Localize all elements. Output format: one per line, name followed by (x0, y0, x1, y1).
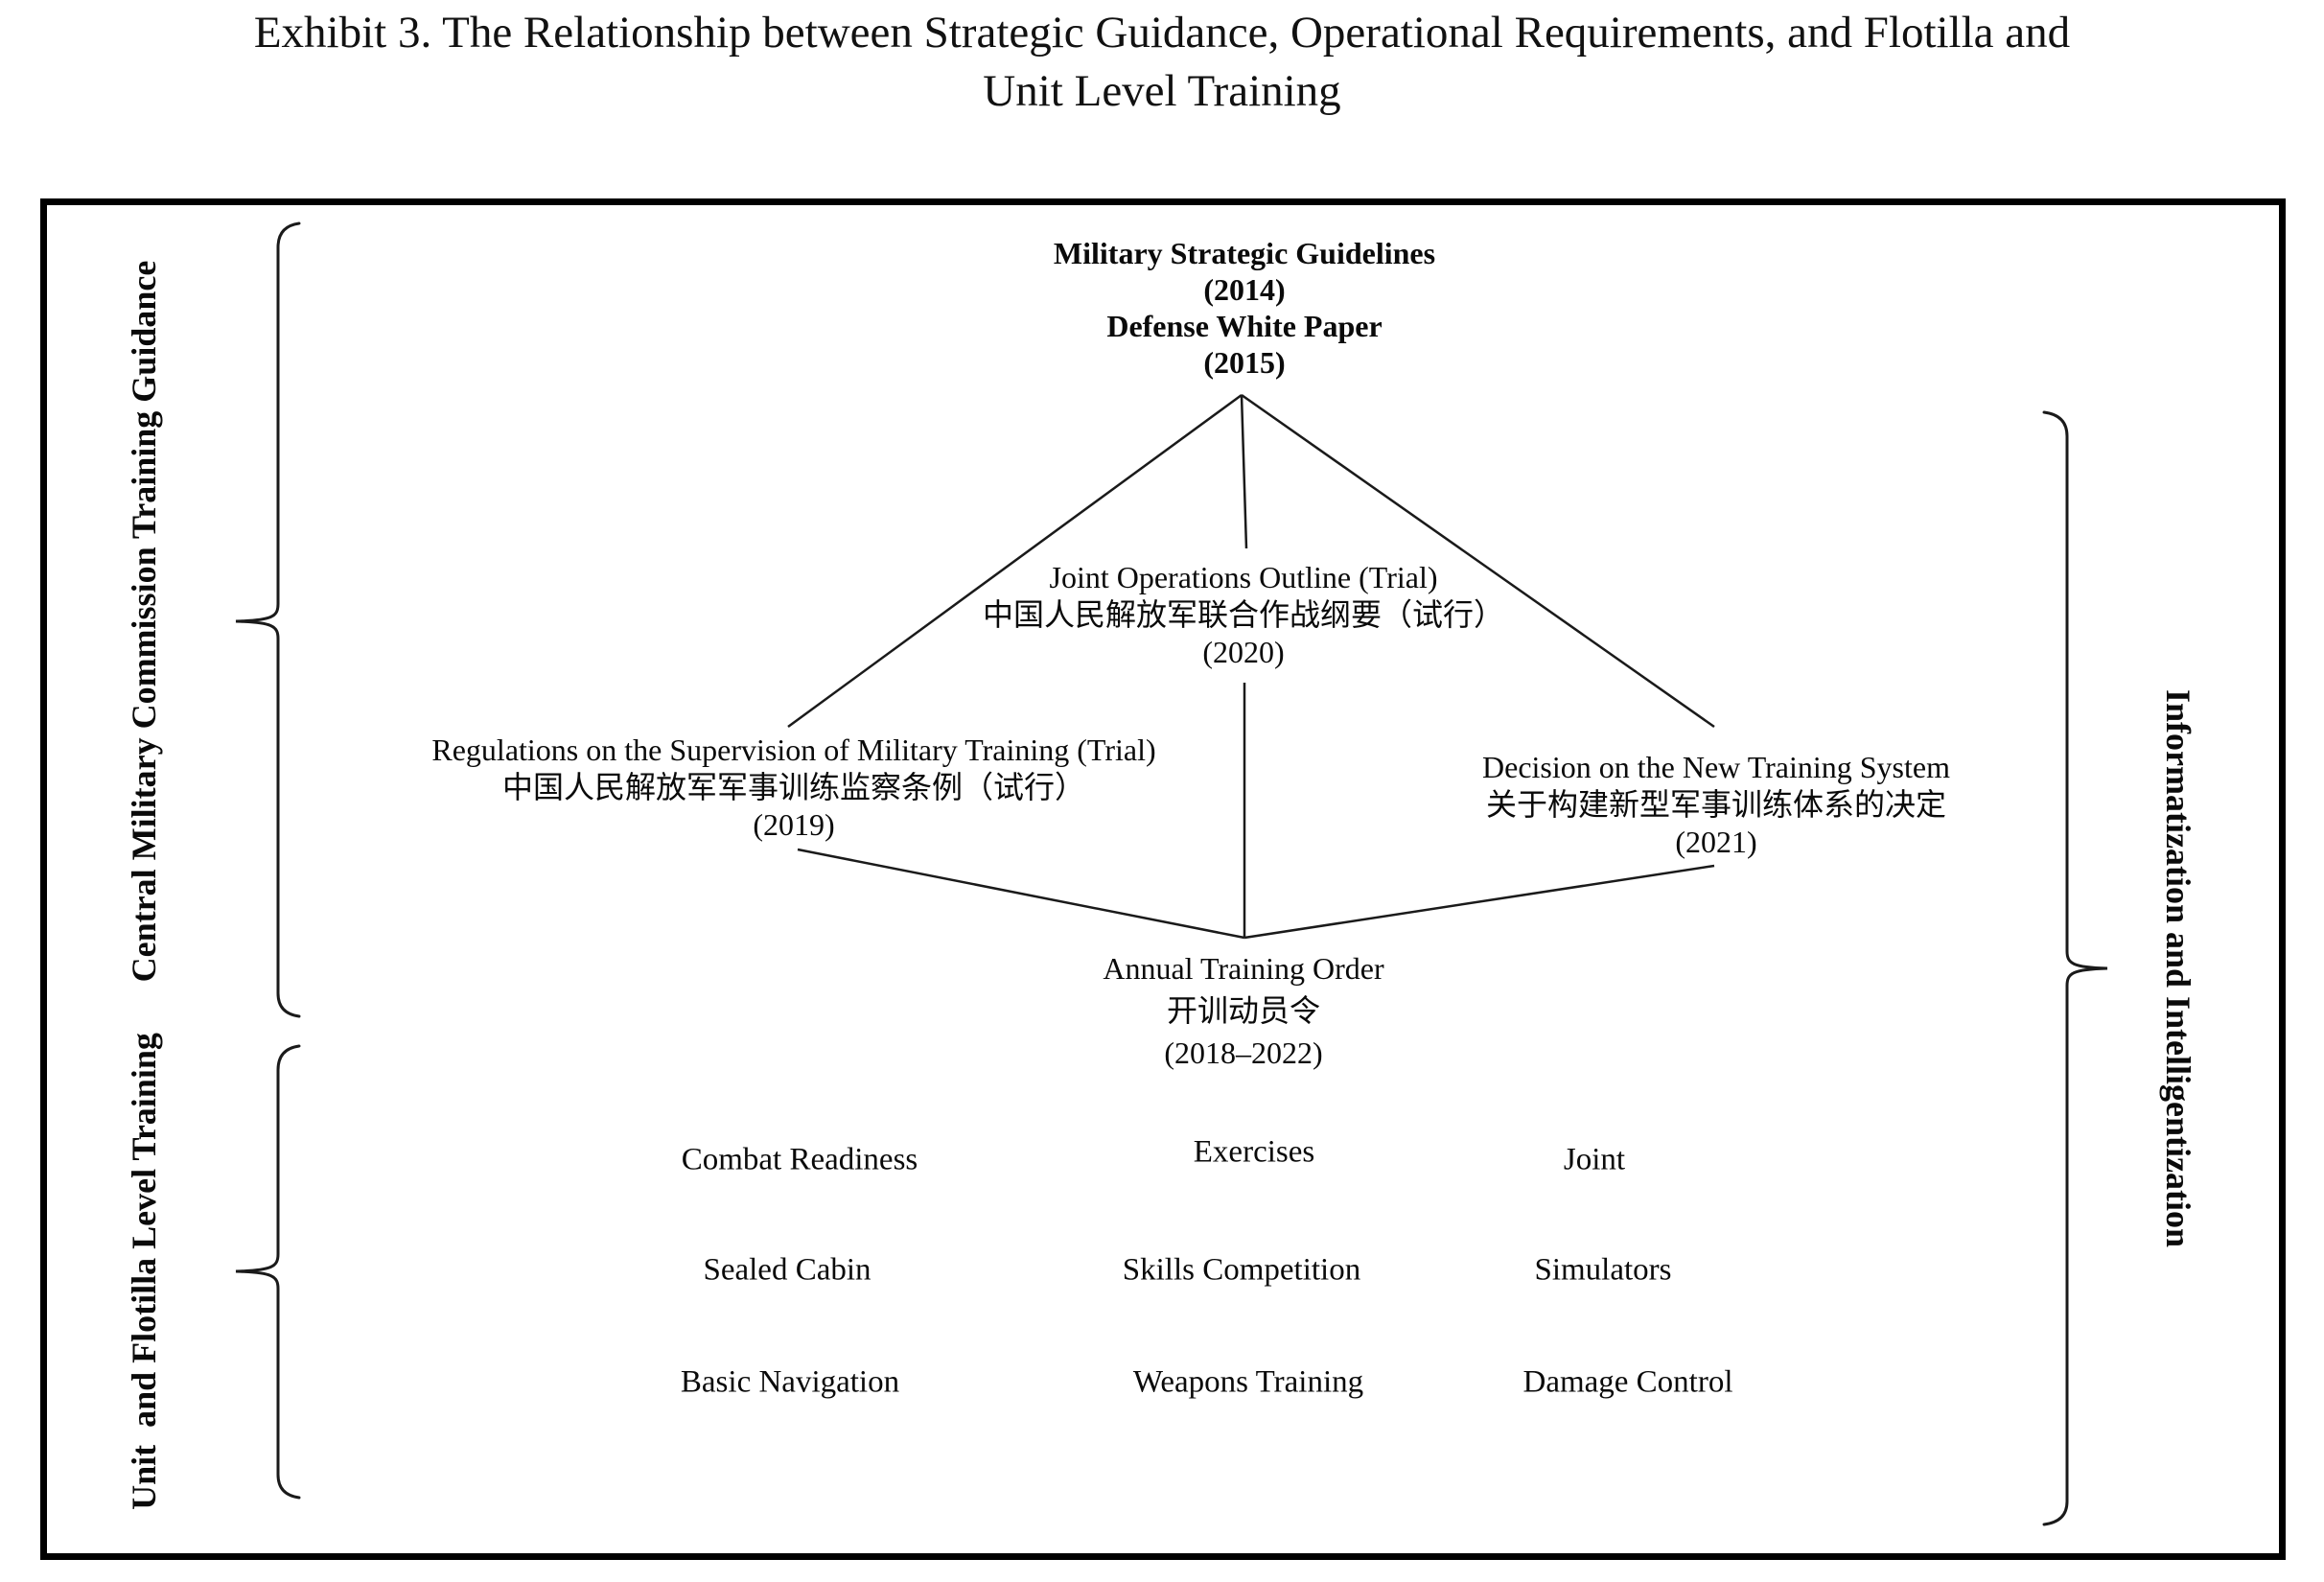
training-item-sealed-cabin: Sealed Cabin (703, 1252, 872, 1288)
node-ato-en: Annual Training Order (1103, 951, 1384, 986)
node-new-training-system-decision: Decision on the New Training System 关于构建… (1482, 749, 1950, 861)
training-item-weapons-training: Weapons Training (1132, 1364, 1364, 1400)
node-ato-zh: 开训动员令 (1166, 993, 1320, 1028)
node-joint-operations-outline: Joint Operations Outline (Trial) 中国人民解放军… (983, 559, 1504, 671)
side-label-unit-flotilla-training: Unit and Flotilla Level Training (125, 1033, 163, 1510)
training-item-combat-readiness: Combat Readiness (681, 1142, 918, 1177)
exhibit-title: Exhibit 3. The Relationship between Stra… (0, 4, 2324, 121)
node-joo-year: (2020) (1202, 635, 1285, 669)
node-reg-en: Regulations on the Supervision of Milita… (431, 733, 1156, 767)
node-reg-year: (2019) (753, 807, 835, 842)
node-msg-line4: (2015) (1203, 345, 1286, 380)
exhibit-title-line2: Unit Level Training (983, 66, 1341, 116)
diagram-border-box (40, 198, 2286, 1560)
node-dec-en: Decision on the New Training System (1482, 750, 1950, 784)
node-dec-year: (2021) (1675, 825, 1757, 859)
training-item-exercises: Exercises (1193, 1134, 1315, 1170)
training-item-skills-competition: Skills Competition (1122, 1252, 1361, 1288)
training-item-joint: Joint (1563, 1142, 1626, 1177)
node-joo-en: Joint Operations Outline (Trial) (1049, 560, 1438, 594)
training-item-damage-control: Damage Control (1522, 1364, 1733, 1400)
node-joo-zh: 中国人民解放军联合作战纲要（试行） (982, 597, 1505, 632)
training-item-simulators: Simulators (1534, 1252, 1672, 1288)
node-msg-line2: (2014) (1203, 272, 1286, 307)
node-msg-line1: Military Strategic Guidelines (1053, 236, 1436, 270)
exhibit-title-line1: Exhibit 3. The Relationship between Stra… (253, 8, 2071, 58)
side-label-cmc-training-guidance: Central Military Commission Training Gui… (125, 260, 163, 983)
node-supervision-regulations: Regulations on the Supervision of Milita… (431, 732, 1155, 844)
node-dec-zh: 关于构建新型军事训练体系的决定 (1485, 787, 1947, 822)
node-ato-year: (2018–2022) (1164, 1035, 1323, 1070)
node-msg-line3: Defense White Paper (1106, 309, 1383, 343)
node-annual-training-order: Annual Training Order 开训动员令 (2018–2022) (1103, 947, 1383, 1074)
node-military-strategic-guidelines: Military Strategic Guidelines (2014) Def… (1054, 235, 1435, 381)
side-label-informatization-intelligentization: Informatization and Intelligentization (2159, 689, 2197, 1247)
node-reg-zh: 中国人民解放军军事训练监察条例（试行） (501, 770, 1085, 804)
training-item-basic-navigation: Basic Navigation (680, 1364, 900, 1400)
